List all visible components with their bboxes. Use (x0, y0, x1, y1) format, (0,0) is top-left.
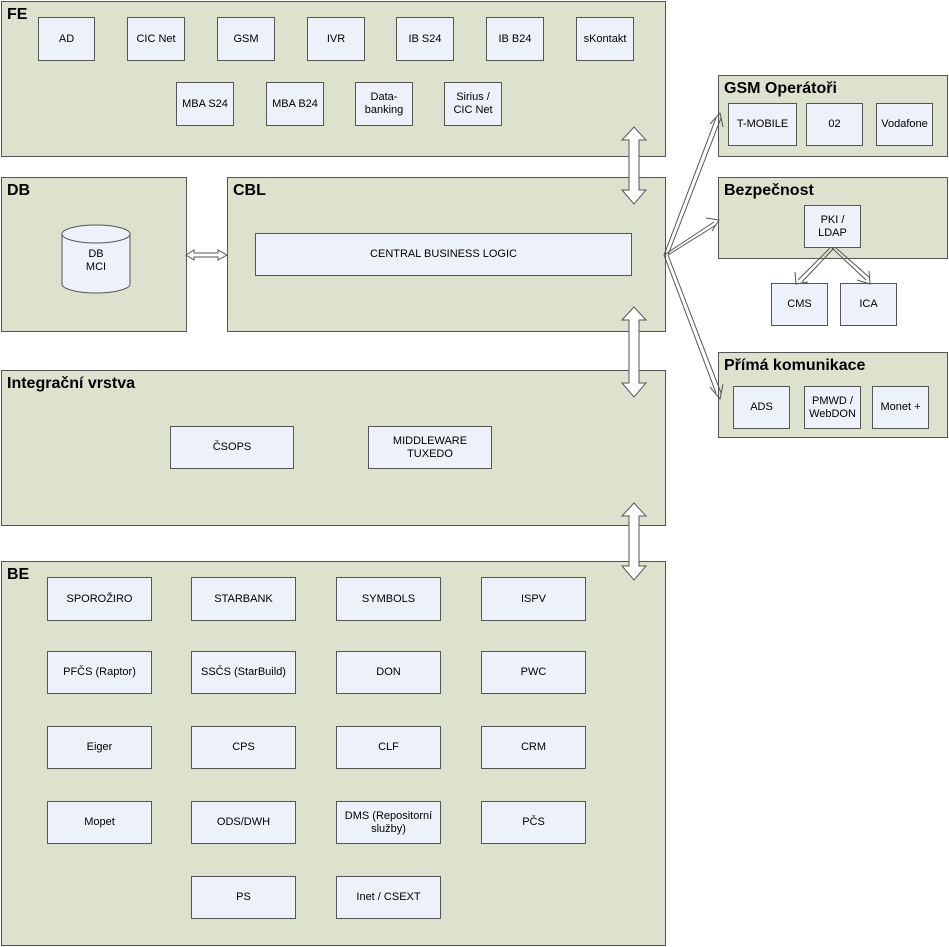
arrow-to-direct (709, 383, 724, 401)
fe-box-ad: AD (38, 17, 95, 61)
be-box: PČS (481, 801, 586, 844)
arrow-cbl-integration (620, 306, 648, 398)
fe-box-mba-s24: MBA S24 (176, 82, 234, 126)
be-box: STARBANK (191, 577, 296, 621)
be-box: SYMBOLS (336, 577, 441, 621)
be-box: CRM (481, 726, 586, 769)
be-box: Inet / CSEXT (336, 876, 441, 919)
db-cylinder-label: DB MCI (85, 248, 107, 273)
security-box-cms: CMS (771, 283, 828, 326)
arrow-db-cbl (185, 249, 229, 261)
fan-arrows (663, 111, 724, 401)
be-box: PFČS (Raptor) (47, 651, 152, 694)
be-box: DON (336, 651, 441, 694)
arrow-fe-cbl (620, 126, 648, 205)
gsm-box-02: 02 (806, 103, 863, 146)
arrow-integration-be (620, 502, 648, 581)
security-box-pki: PKI / LDAP (804, 205, 861, 248)
pki-branch-arrows (794, 247, 871, 285)
gsm-box-tmobile: T-MOBILE (728, 103, 797, 146)
integration-title: Integrační vrstva (7, 375, 136, 392)
be-box: Mopet (47, 801, 152, 844)
gsm-box-vodafone: Vodafone (876, 103, 933, 146)
gsm-title: GSM Operátoři (724, 80, 837, 97)
be-box: ISPV (481, 577, 586, 621)
be-box: ODS/DWH (191, 801, 296, 844)
integration-box-csops: ČSOPS (170, 426, 294, 469)
fe-box-skontakt: sKontakt (576, 17, 634, 61)
security-box-ica: ICA (840, 283, 897, 326)
cbl-title: CBL (233, 182, 266, 199)
arrow-to-security (705, 217, 720, 232)
security-title: Bezpečnost (724, 182, 814, 199)
arrow-to-gsm (709, 111, 724, 128)
cbl-central-business-logic: CENTRAL BUSINESS LOGIC (255, 233, 632, 276)
direct-box-pmwd: PMWD / WebDON (804, 386, 861, 429)
be-box: PWC (481, 651, 586, 694)
integration-panel: Integrační vrstva (1, 370, 666, 526)
be-box: Eiger (47, 726, 152, 769)
fe-box-ib-b24: IB B24 (486, 17, 544, 61)
fe-title: FE (7, 6, 28, 23)
be-box: DMS (Repositorní služby) (336, 801, 441, 844)
be-box: SSČS (StarBuild) (191, 651, 296, 694)
direct-title: Přímá komunikace (724, 357, 866, 374)
integration-box-middleware: MIDDLEWARE TUXEDO (368, 426, 492, 469)
db-cylinder-icon (61, 224, 131, 294)
direct-box-ads: ADS (733, 386, 790, 429)
direct-box-monet: Monet + (872, 386, 929, 429)
fe-box-sirius: Sirius / CIC Net (444, 82, 502, 126)
fe-box-gsm: GSM (217, 17, 275, 61)
fe-box-mba-b24: MBA B24 (266, 82, 324, 126)
fe-box-ib-s24: IB S24 (396, 17, 454, 61)
fe-box-cic-net: CIC Net (127, 17, 185, 61)
be-box: CLF (336, 726, 441, 769)
be-box: PS (191, 876, 296, 919)
be-title: BE (7, 566, 30, 583)
fe-box-ivr: IVR (307, 17, 365, 61)
be-box: CPS (191, 726, 296, 769)
db-title: DB (7, 182, 31, 199)
fe-box-databanking: Data- banking (355, 82, 413, 126)
be-box: SPOROŽIRO (47, 577, 152, 621)
